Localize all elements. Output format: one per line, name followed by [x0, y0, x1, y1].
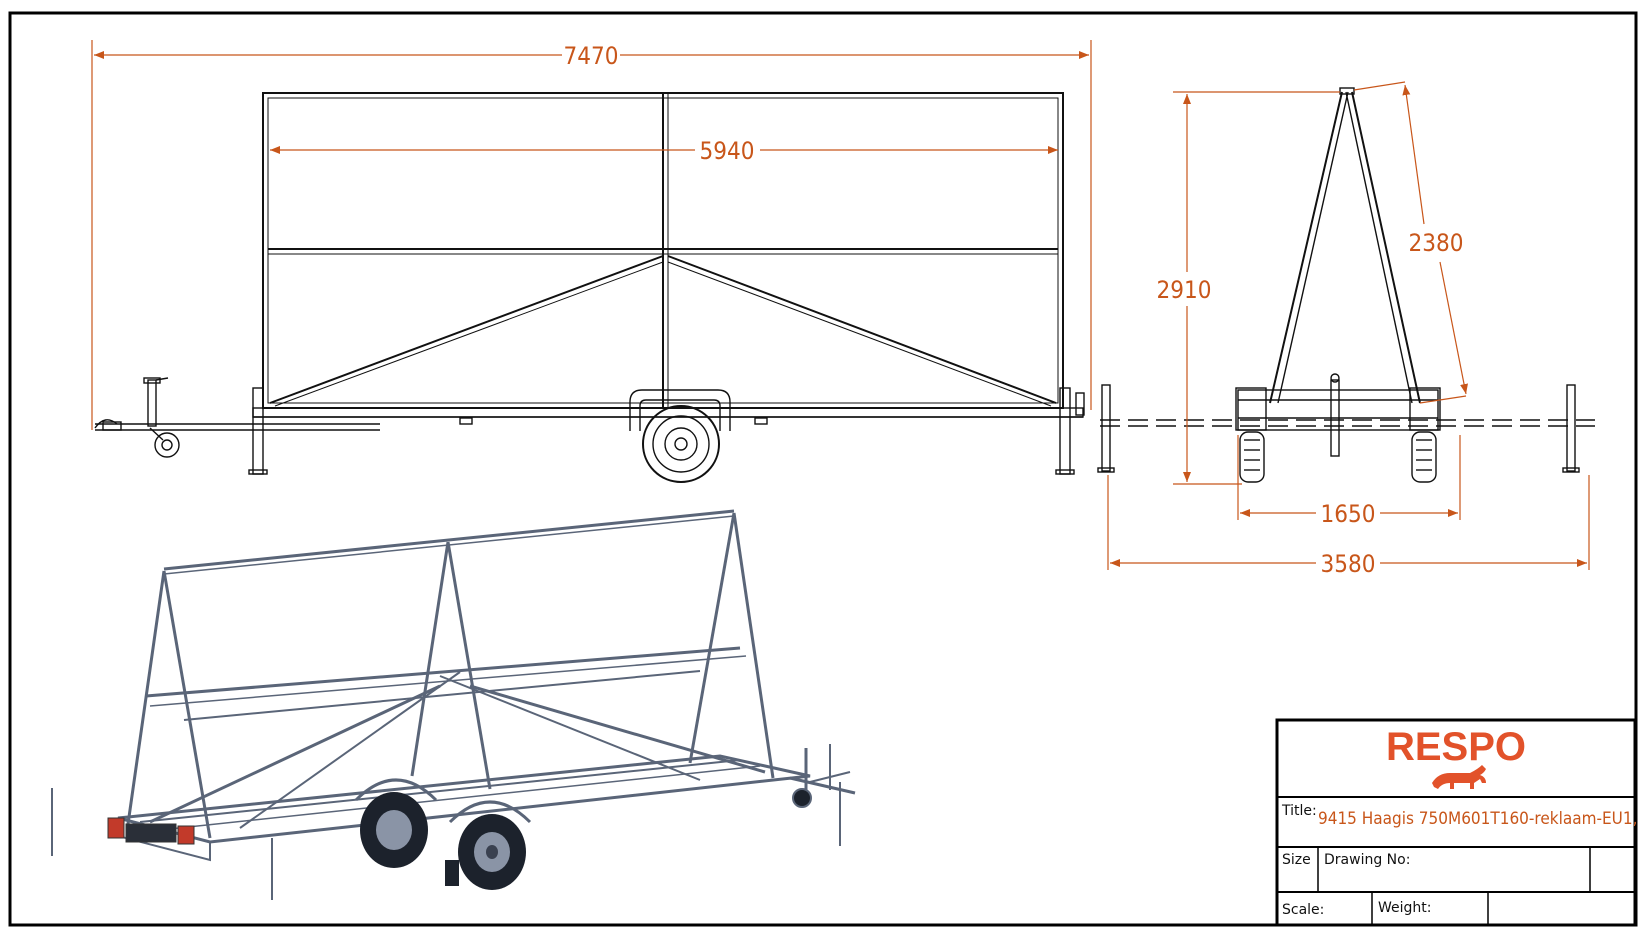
title-label: Title:: [1281, 803, 1317, 819]
scale-label: Scale:: [1282, 902, 1324, 918]
dim-track-width: 1650: [1321, 500, 1376, 528]
side-view: [94, 92, 1085, 483]
dim-frame-length: 5940: [700, 137, 755, 165]
title-block: RESPO Title: 9415 Haagis 750M601T160-rek…: [1275, 718, 1637, 927]
isometric-view: [51, 509, 856, 900]
iso-wheels: [360, 792, 526, 890]
title-value: 9415 Haagis 750M601T160-reklaam-EU1,: [1318, 809, 1637, 829]
dim-overall-length: 7470: [564, 42, 619, 70]
drawing-border: [8, 11, 1638, 927]
dim-frame-side: 2380: [1409, 229, 1464, 257]
drawing-no-label: Drawing No:: [1324, 852, 1410, 868]
dimension-lines: [91, 40, 1590, 570]
dimension-labels: 7470 5940 2910 2380 1650 3580: [564, 42, 1464, 578]
brand-logo: RESPO: [1386, 725, 1526, 769]
size-label: Size: [1282, 852, 1311, 868]
weight-label: Weight:: [1378, 900, 1432, 916]
bull-logo-icon: [1432, 765, 1486, 789]
front-view: [1097, 87, 1595, 483]
dim-overall-width: 3580: [1321, 550, 1376, 578]
dim-height: 2910: [1157, 276, 1212, 304]
